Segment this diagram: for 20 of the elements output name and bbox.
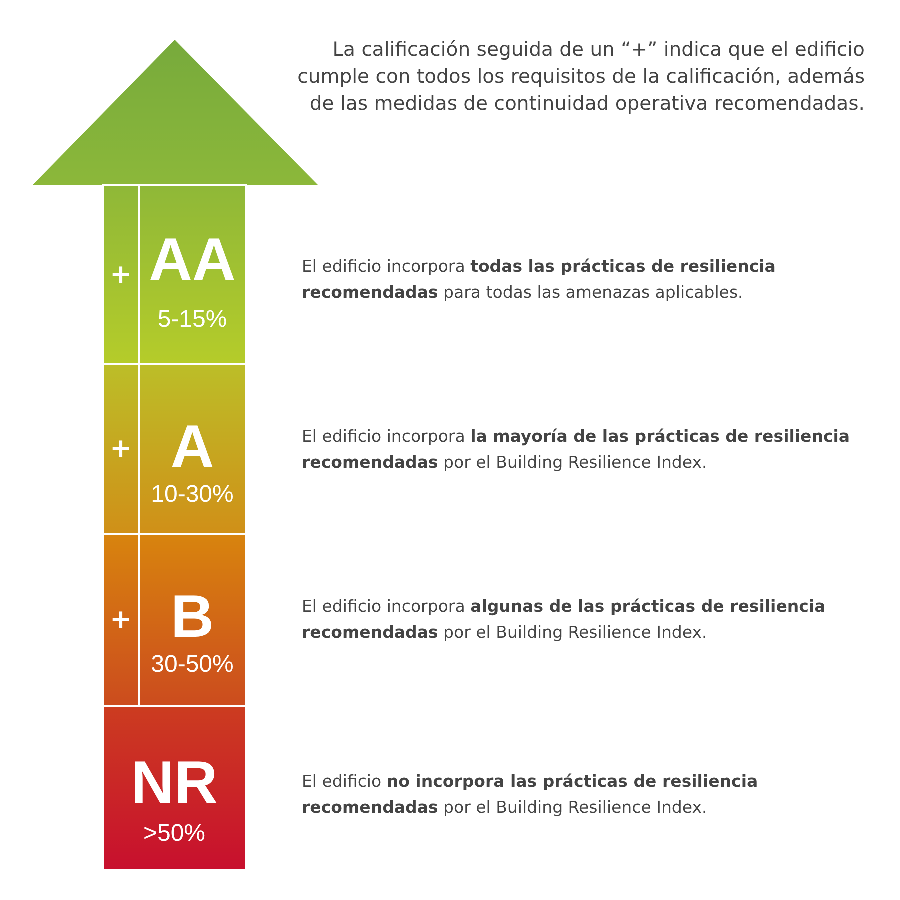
plus-sign: + bbox=[109, 260, 133, 290]
description-text: El edificio incorpora todas las prácticas de resiliencia recomendadas para todas las amenazas aplicables. bbox=[302, 256, 777, 304]
percentage-range: 30-50% bbox=[150, 653, 235, 677]
rating-band bbox=[102, 184, 247, 365]
rating-letter: B bbox=[170, 587, 216, 647]
plus-sign: + bbox=[109, 605, 133, 635]
description-text: El edificio no incorpora las prácticas de resiliencia recomendadas por el Building Resilience Index. bbox=[302, 771, 760, 819]
plus-sign: + bbox=[109, 434, 133, 464]
rating-band bbox=[102, 533, 247, 707]
note-text: La calificación seguida de un “+” indica que el edificio cumple con todos los requisitos de la calificación, además de las medidas de continuidad operativa recomendadas. bbox=[296, 37, 865, 117]
rating-letter: NR bbox=[130, 753, 219, 813]
rating-band bbox=[102, 705, 247, 871]
percentage-range: 10-30% bbox=[150, 483, 235, 507]
percentage-range: >50% bbox=[142, 822, 207, 846]
description-text: El edificio incorpora algunas de las prácticas de resiliencia recomendadas por el Building Resilience Index. bbox=[302, 596, 827, 644]
description-text: El edificio incorpora la mayoría de las prácticas de resiliencia recomendadas por el Building Resilience Index. bbox=[302, 426, 852, 474]
rating-band bbox=[102, 363, 247, 535]
percentage-range: 5-15% bbox=[156, 308, 228, 332]
rating-letter: AA bbox=[148, 230, 237, 290]
rating-letter: A bbox=[170, 417, 216, 477]
